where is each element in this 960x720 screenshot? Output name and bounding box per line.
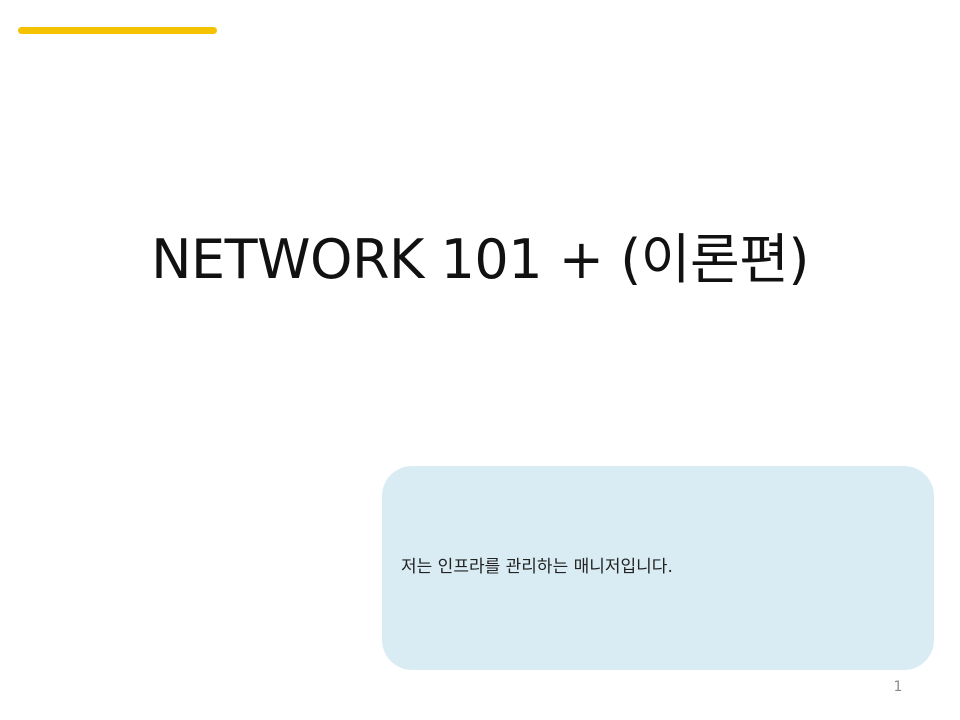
callout-box: 저는 인프라를 관리하는 매니저입니다.: [382, 466, 934, 670]
page-number: 1: [893, 679, 903, 695]
slide-title: NETWORK 101 + (이론편): [151, 228, 809, 291]
callout-text: 저는 인프라를 관리하는 매니저입니다.: [401, 557, 673, 577]
accent-bar: [18, 27, 217, 34]
